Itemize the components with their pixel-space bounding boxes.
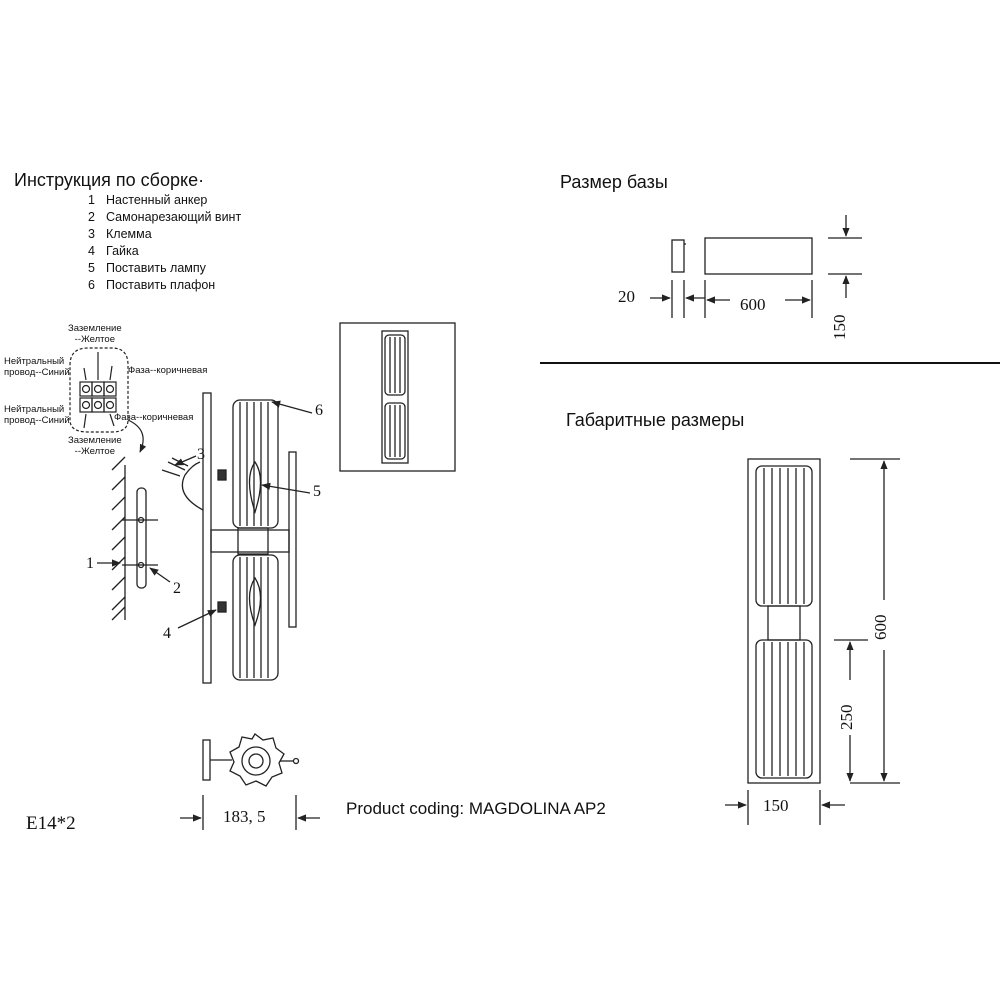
overall-front-view	[725, 458, 900, 825]
lamp-side-view	[161, 392, 313, 684]
side-depth-dim: 183, 5	[223, 807, 266, 826]
callout-6: 6	[315, 402, 323, 419]
callout-4: 4	[163, 625, 171, 642]
product-coding: Product coding: MAGDOLINA AP2	[346, 799, 606, 818]
lamp-top-view	[180, 733, 320, 830]
overall-size-title: Габаритные размеры	[566, 410, 745, 430]
base-length-dim: 600	[740, 295, 766, 314]
callout-2: 2	[173, 580, 181, 597]
ground-top-label: Заземление--Желтое	[68, 323, 122, 345]
callout-1: 1	[86, 555, 94, 572]
base-size-title: Размер базы	[560, 172, 668, 192]
ground-bottom-label: Заземление--Желтое	[68, 435, 122, 457]
lamp-spec: E14*2	[26, 813, 76, 834]
inset-front-view	[339, 322, 456, 472]
wall-mount-drawing	[97, 456, 171, 621]
assembly-title: Инструкция по сборке·	[14, 170, 205, 190]
base-depth-dim: 20	[618, 287, 635, 306]
phase-bottom-label: Фаза--коричневая	[114, 412, 194, 423]
callout-5: 5	[313, 483, 321, 500]
base-plate-drawing	[650, 215, 862, 318]
overall-width-dim: 150	[763, 796, 789, 815]
callout-3: 3	[197, 446, 205, 463]
phase-top-label: Фаза--коричневая	[128, 365, 208, 376]
terminal-block-drawing	[69, 347, 147, 453]
